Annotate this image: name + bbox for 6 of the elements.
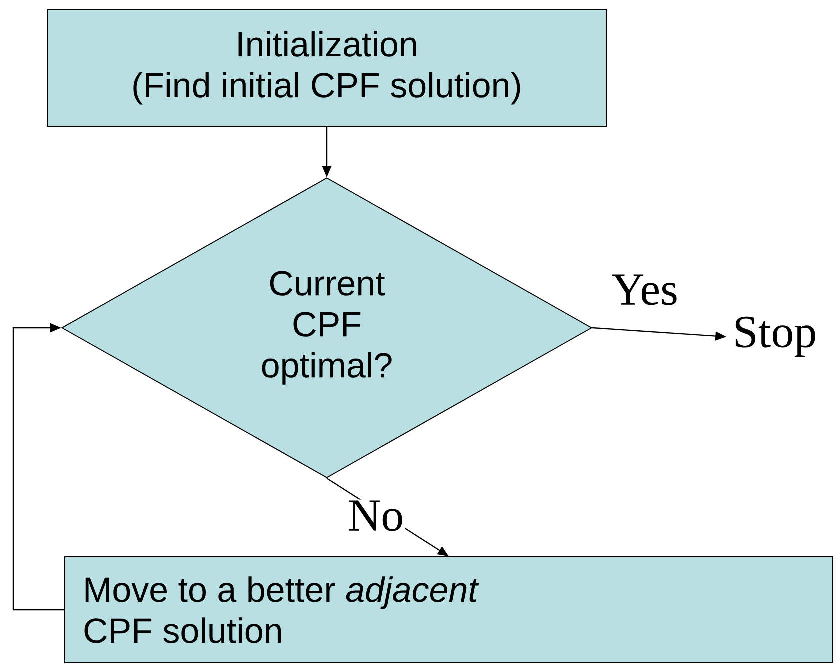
arrow [12, 323, 64, 611]
process-box: Move to a better adjacent CPF solution [64, 556, 834, 664]
process-box: Initialization (Find initial CPF solution) [47, 9, 607, 127]
terminal-text: Stop [736, 316, 816, 358]
edge-label: Yes [610, 274, 680, 306]
edge-label: No [346, 500, 406, 532]
